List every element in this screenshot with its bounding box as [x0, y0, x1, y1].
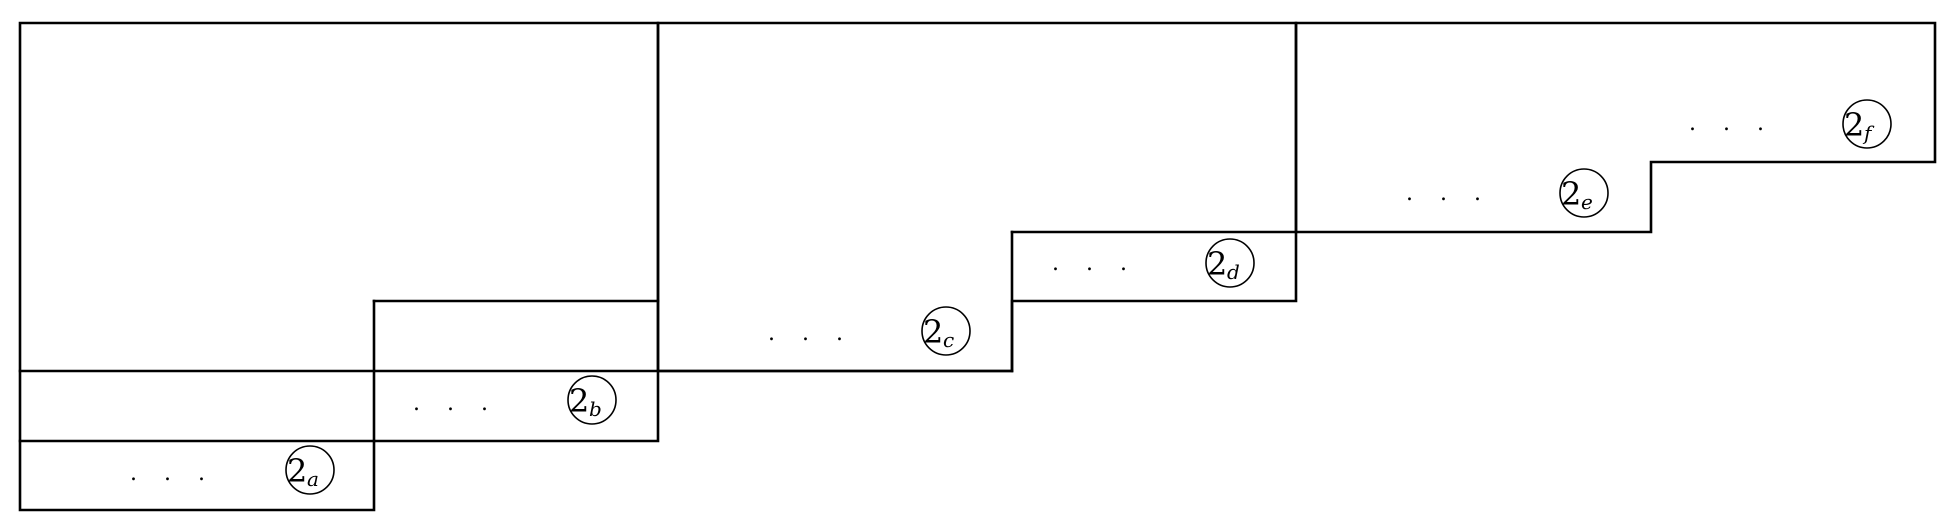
- label-b-number: 2: [569, 382, 589, 420]
- ellipsis-d: . . .: [1052, 251, 1137, 276]
- label-f-number: 2: [1844, 106, 1864, 144]
- circled-label-d: 2 d: [1205, 238, 1255, 288]
- label-c-subscript: c: [943, 328, 954, 352]
- circled-label-a: 2 a: [285, 445, 335, 495]
- label-e-subscript: e: [1581, 190, 1593, 214]
- block-1-outline: [18, 21, 660, 512]
- block-2-outline: [656, 21, 1298, 373]
- ellipsis-e: . . .: [1406, 181, 1491, 206]
- circled-label-f: 2 f: [1842, 99, 1892, 149]
- label-a-subscript: a: [307, 467, 319, 491]
- ellipsis-c: . . .: [768, 321, 853, 346]
- label-f-subscript: f: [1862, 121, 1875, 145]
- ellipsis-a: . . .: [130, 461, 215, 486]
- label-c-number: 2: [923, 313, 943, 351]
- block-3-outline: [1294, 21, 1937, 234]
- ellipsis-b: . . .: [413, 391, 498, 416]
- label-b-subscript: b: [589, 397, 602, 421]
- circled-label-b: 2 b: [567, 375, 617, 425]
- label-a-number: 2: [287, 452, 307, 490]
- circled-label-e: 2 e: [1559, 168, 1609, 218]
- label-e-number: 2: [1561, 175, 1581, 213]
- ellipsis-f: . . .: [1689, 111, 1774, 136]
- circled-label-c: 2 c: [921, 306, 971, 356]
- label-d-number: 2: [1207, 245, 1227, 283]
- label-d-subscript: d: [1227, 260, 1240, 284]
